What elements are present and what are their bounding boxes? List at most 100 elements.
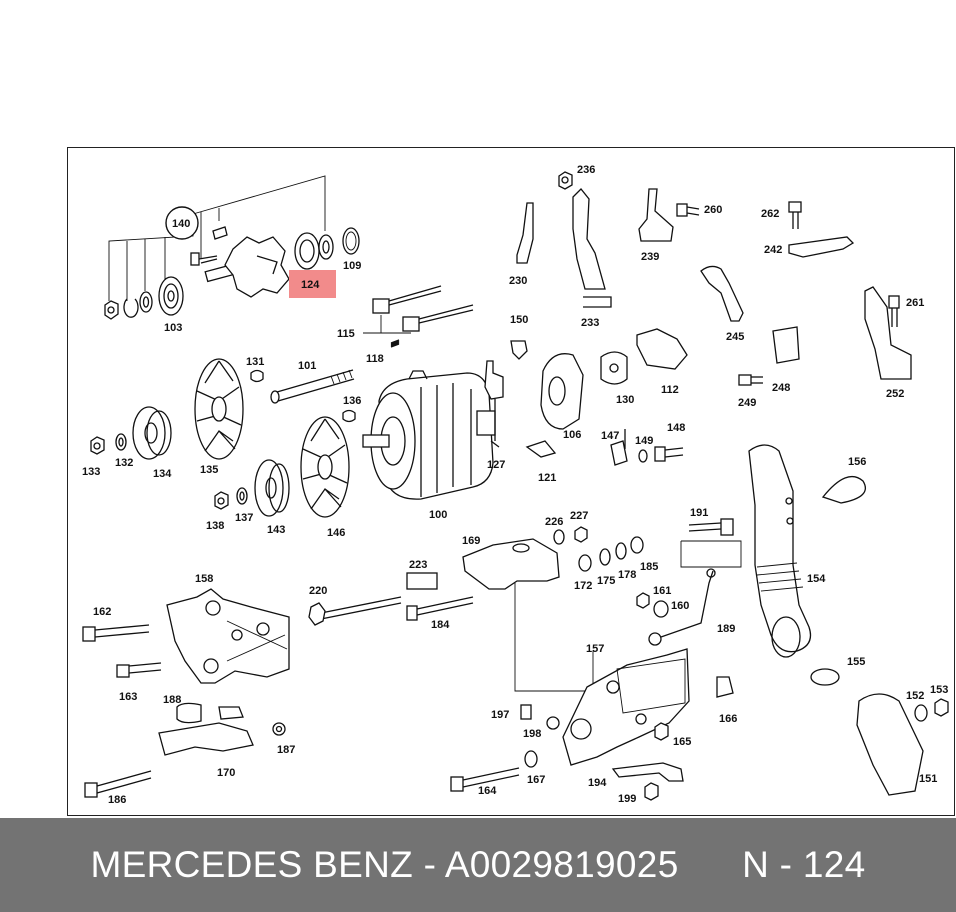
callout-circle-140: [165, 206, 199, 240]
label-127: 127: [487, 459, 505, 471]
bracket-157: [450, 648, 734, 801]
label-109: 109: [343, 260, 361, 272]
footer-separator: -: [423, 844, 437, 885]
pulley-134: [132, 406, 172, 460]
label-101: 101: [298, 360, 316, 372]
label-132: 132: [115, 457, 133, 469]
diagram-frame: 140 109 103 115 118 131 101 136 133 132 …: [67, 147, 955, 816]
label-149: 149: [635, 435, 653, 447]
circlip-part: [123, 298, 139, 318]
label-163: 163: [119, 691, 137, 703]
label-146: 146: [327, 527, 345, 539]
label-178: 178: [618, 569, 636, 581]
label-147: 147: [601, 430, 619, 442]
label-242: 242: [764, 244, 782, 256]
group-140: [104, 175, 360, 320]
footer-brand: MERCEDES BENZ: [90, 844, 414, 885]
label-140: 140: [172, 218, 190, 230]
label-150: 150: [510, 314, 528, 326]
label-103: 103: [164, 322, 182, 334]
label-137: 137: [235, 512, 253, 524]
label-191: 191: [690, 507, 708, 519]
group-169: [308, 518, 742, 692]
highlight-box-124: [289, 270, 336, 298]
alternator-100: [362, 370, 496, 500]
rear-bearing-housing: [224, 236, 290, 298]
air-duct-154: [748, 444, 949, 796]
label-249: 249: [738, 397, 756, 409]
label-161: 161: [653, 585, 671, 597]
label-185: 185: [640, 561, 658, 573]
label-245: 245: [726, 331, 744, 343]
label-198: 198: [523, 728, 541, 740]
footer-part-number: A0029819025: [444, 844, 679, 885]
label-220: 220: [309, 585, 327, 597]
bearing-103: [158, 276, 184, 316]
label-189: 189: [717, 623, 735, 635]
label-148: 148: [667, 422, 685, 434]
label-226: 226: [545, 516, 563, 528]
label-239: 239: [641, 251, 659, 263]
label-197: 197: [491, 709, 509, 721]
label-135: 135: [200, 464, 218, 476]
label-167: 167: [527, 774, 545, 786]
label-194: 194: [588, 777, 607, 789]
group-fan-pulleys: [90, 358, 356, 518]
fan-146: [300, 416, 350, 518]
label-133: 133: [82, 466, 100, 478]
label-188: 188: [163, 694, 181, 706]
bearing-124: [294, 232, 320, 270]
label-170: 170: [217, 767, 235, 779]
o-ring-109: [342, 227, 360, 255]
label-184: 184: [431, 619, 450, 631]
label-165: 165: [673, 736, 691, 748]
label-154: 154: [807, 573, 826, 585]
footer-caption: MERCEDES BENZ - A0029819025 N - 124: [90, 844, 865, 886]
footer-bar: MERCEDES BENZ - A0029819025 N - 124: [0, 818, 956, 912]
label-187: 187: [277, 744, 295, 756]
label-175: 175: [597, 575, 615, 587]
label-138: 138: [206, 520, 224, 532]
callout-labels: 140 109 103 115 118 131 101 136 133 132 …: [82, 164, 948, 806]
label-252: 252: [886, 388, 904, 400]
label-130: 130: [616, 394, 634, 406]
footer-position-code: N - 124: [742, 844, 866, 885]
label-166: 166: [719, 713, 737, 725]
nut-part: [104, 300, 119, 320]
label-134: 134: [153, 468, 172, 480]
brackets-right: [738, 286, 912, 386]
label-136: 136: [343, 395, 361, 407]
regulator-area: [484, 328, 688, 458]
label-233: 233: [581, 317, 599, 329]
label-236: 236: [577, 164, 595, 176]
label-160: 160: [671, 600, 689, 612]
fan-135: [194, 358, 244, 460]
label-100: 100: [429, 509, 447, 521]
label-262: 262: [761, 208, 779, 220]
label-172: 172: [574, 580, 592, 592]
group-147-149-148: [610, 429, 684, 466]
label-155: 155: [847, 656, 865, 668]
label-156: 156: [848, 456, 866, 468]
label-112: 112: [661, 384, 679, 396]
brackets-top-right: [638, 188, 855, 322]
group-115: [363, 285, 474, 348]
pulley-143: [254, 459, 290, 517]
label-260: 260: [704, 204, 722, 216]
label-186: 186: [108, 794, 126, 806]
washer-part: [139, 291, 153, 313]
bracket-158: [82, 588, 290, 798]
label-115: 115: [337, 328, 355, 340]
label-199: 199: [618, 793, 636, 805]
parts-diagram: 140 109 103 115 118 131 101 136 133 132 …: [82, 164, 949, 806]
label-230: 230: [509, 275, 527, 287]
label-131: 131: [246, 356, 264, 368]
label-143: 143: [267, 524, 285, 536]
label-157: 157: [586, 643, 604, 655]
label-164: 164: [478, 785, 497, 797]
label-121: 121: [538, 472, 556, 484]
label-151: 151: [919, 773, 937, 785]
label-162: 162: [93, 606, 111, 618]
label-118: 118: [366, 353, 384, 365]
label-227: 227: [570, 510, 588, 522]
